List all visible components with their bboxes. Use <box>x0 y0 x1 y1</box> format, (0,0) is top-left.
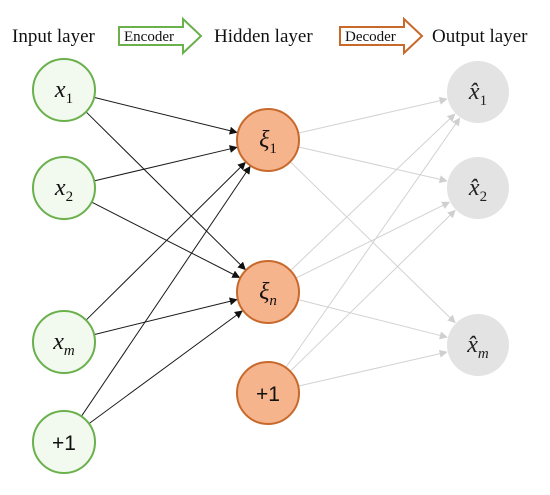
hidden-node-xi1-label: ξ1 <box>259 127 277 157</box>
encoder-edge-3-1 <box>88 310 243 425</box>
input-node-x1: x1 <box>32 58 96 122</box>
input-node-x1-circle <box>32 58 96 122</box>
input-node-bias: +1 <box>32 410 96 474</box>
hidden-layer-label: Hidden layer <box>214 26 313 47</box>
hidden-node-xin-circle <box>236 260 300 324</box>
output-node-xhatm-circle <box>447 314 509 376</box>
hidden-node-bias: +1 <box>236 361 300 425</box>
input-node-x1-label: x1 <box>54 77 73 107</box>
hidden-node-xin-label: ξn <box>259 279 277 309</box>
decoder-edge-0-0 <box>298 96 448 134</box>
output-layer-label: Output layer <box>432 26 528 47</box>
output-node-xhat1-label: x̂1 <box>468 79 487 109</box>
decoder-edge-2-0 <box>285 117 461 368</box>
output-node-xhat2-circle <box>447 157 509 219</box>
hidden-node-xin: ξn <box>236 260 300 324</box>
encoder-edge-3-0 <box>80 165 251 417</box>
decoder-arrow: Decoder <box>339 16 424 56</box>
input-node-bias-circle <box>32 410 96 474</box>
input-node-xm-label: xm <box>52 329 75 359</box>
input-node-x2: x2 <box>32 156 96 220</box>
encoder-edge-1-1 <box>91 201 241 278</box>
output-node-xhat1-circle <box>447 61 509 123</box>
encoder-edges <box>80 96 251 425</box>
encoder-edge-0-0 <box>93 96 238 135</box>
decoder-edge-1-1 <box>295 201 451 279</box>
input-node-x2-circle <box>32 156 96 220</box>
decoder-edge-2-1 <box>289 209 456 372</box>
decoder-edge-2-2 <box>298 349 448 387</box>
output-node-xhat2-label: x̂2 <box>468 175 487 205</box>
hidden-node-xi1: ξ1 <box>236 108 300 172</box>
decoder-edge-0-1 <box>298 146 448 184</box>
input-layer-label: Input layer <box>12 26 96 47</box>
encoder-arrow-shape <box>118 16 203 56</box>
decoder-edges <box>285 96 461 387</box>
encoder-edge-1-0 <box>94 145 238 182</box>
encoder-label: Encoder <box>124 29 174 45</box>
encoder-edge-2-1 <box>93 297 238 336</box>
decoder-edge-1-0 <box>290 113 456 271</box>
output-node-xhat2: x̂2 <box>447 157 509 219</box>
output-node-xhatm-label: x̂m <box>466 332 489 362</box>
encoder-arrow: Encoder <box>118 16 203 56</box>
output-node-xhatm: x̂m <box>447 314 509 376</box>
input-node-bias-label: +1 <box>52 432 76 455</box>
decoder-arrow-shape <box>339 16 424 56</box>
encoder-edge-0-1 <box>85 111 246 271</box>
hidden-node-bias-circle <box>236 361 300 425</box>
decoder-label: Decoder <box>345 29 396 45</box>
input-node-xm-circle <box>32 310 96 374</box>
hidden-node-xi1-circle <box>236 108 300 172</box>
input-node-xm: xm <box>32 310 96 374</box>
output-node-xhat1: x̂1 <box>447 61 509 123</box>
encoder-edge-2-0 <box>85 161 246 321</box>
input-node-x2-label: x2 <box>54 175 73 205</box>
hidden-node-bias-label: +1 <box>256 383 280 406</box>
decoder-edge-1-2 <box>297 299 448 340</box>
